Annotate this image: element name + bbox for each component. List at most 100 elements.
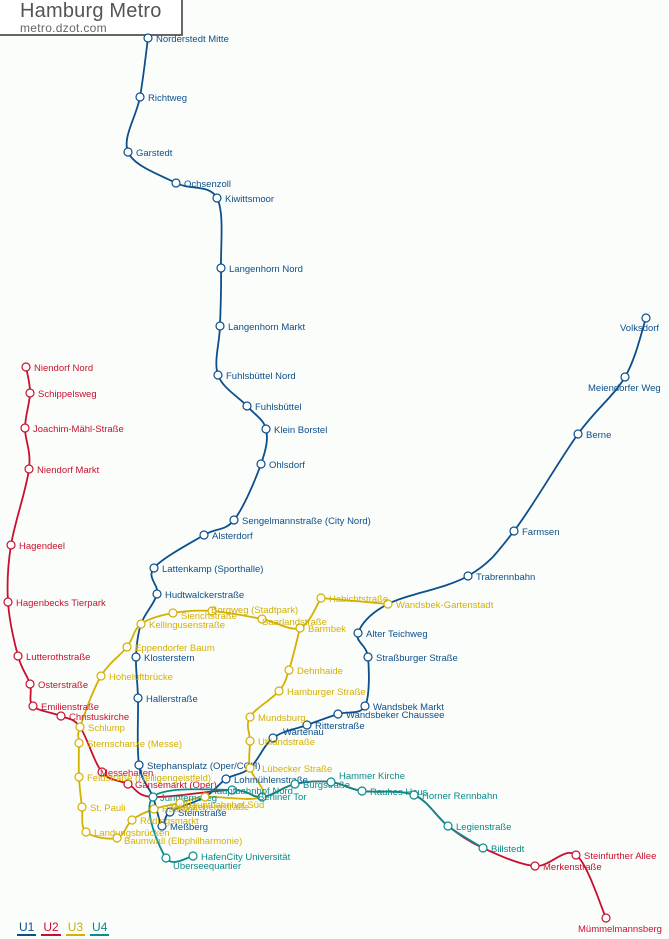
station-label[interactable]: Hallerstraße (146, 694, 198, 705)
station-label[interactable]: Hauptbahnhof Süd (185, 800, 264, 811)
station-label[interactable]: Hauptbahnhof Nord (210, 786, 293, 797)
station-marker[interactable] (136, 619, 146, 629)
station-marker[interactable] (245, 712, 255, 722)
station-marker[interactable] (383, 599, 393, 609)
station-marker[interactable] (6, 540, 16, 550)
station-marker[interactable] (229, 515, 239, 525)
station-label[interactable]: Hammer Kirche (339, 771, 405, 782)
station-marker[interactable] (261, 424, 271, 434)
station-marker[interactable] (74, 738, 84, 748)
station-label[interactable]: Horner Rennbahn (422, 791, 498, 802)
station-label[interactable]: HafenCity Universität (201, 852, 291, 863)
station-label[interactable]: Lohmühlenstraße (234, 775, 308, 786)
station-label[interactable]: Straßburger Straße (376, 653, 458, 664)
station-marker[interactable] (326, 777, 336, 787)
station-marker[interactable] (175, 798, 185, 808)
station-marker[interactable] (56, 711, 66, 721)
station-label[interactable]: Sternschanze (Messe) (87, 739, 182, 750)
station-label[interactable]: Fuhlsbüttel Nord (226, 371, 296, 382)
station-marker[interactable] (123, 147, 133, 157)
station-label[interactable]: Volksdorf (620, 323, 659, 334)
station-marker[interactable] (509, 526, 519, 536)
station-marker[interactable] (268, 733, 278, 743)
station-marker[interactable] (188, 851, 198, 861)
station-label[interactable]: Wartenau (283, 727, 324, 738)
station-marker[interactable] (75, 722, 85, 732)
station-label[interactable]: Alter Teichweg (366, 629, 428, 640)
station-label[interactable]: Überseequartier (173, 861, 241, 872)
legend-u1[interactable]: U1 (17, 920, 37, 936)
station-marker[interactable] (333, 709, 343, 719)
station-label[interactable]: Hoheluftbrücke (109, 672, 173, 683)
station-marker[interactable] (295, 623, 305, 633)
station-marker[interactable] (21, 362, 31, 372)
station-marker[interactable] (290, 779, 300, 789)
station-label[interactable]: Legienstraße (456, 822, 511, 833)
station-marker[interactable] (168, 608, 178, 618)
station-label[interactable]: Feldstraße (Heiligengeistfeld) (87, 773, 211, 784)
station-label[interactable]: Alsterdorf (212, 531, 253, 542)
station-marker[interactable] (28, 701, 38, 711)
legend-u2[interactable]: U2 (41, 920, 61, 936)
legend-u3[interactable]: U3 (65, 920, 86, 936)
station-marker[interactable] (620, 372, 630, 382)
station-label[interactable]: Landungsbrücken (94, 828, 170, 839)
station-label[interactable]: Rathaus (162, 804, 198, 815)
station-label[interactable]: Billstedt (491, 844, 525, 855)
station-marker[interactable] (25, 388, 35, 398)
station-marker[interactable] (257, 614, 267, 624)
station-label[interactable]: Schlump (88, 723, 125, 734)
station-marker[interactable] (353, 628, 363, 638)
station-label[interactable]: Langenhorn Markt (228, 322, 305, 333)
station-marker[interactable] (123, 779, 133, 789)
station-marker[interactable] (357, 786, 367, 796)
station-label[interactable]: Garstedt (136, 148, 173, 159)
station-label[interactable]: Christuskirche (69, 712, 129, 723)
station-marker[interactable] (530, 861, 540, 871)
station-label[interactable]: Hagendeel (19, 541, 65, 552)
station-label[interactable]: Stephansplatz (Oper/CCH) (147, 761, 261, 772)
station-marker[interactable] (74, 772, 84, 782)
station-marker[interactable] (443, 821, 453, 831)
station-marker[interactable] (207, 606, 217, 616)
station-marker[interactable] (302, 720, 312, 730)
station-marker[interactable] (409, 790, 419, 800)
station-label[interactable]: Mümmelmannsberg (578, 924, 662, 935)
station-marker[interactable] (463, 571, 473, 581)
station-label[interactable]: Joachim-Mähl-Straße (33, 424, 124, 435)
map-subtitle[interactable]: metro.dzot.com (20, 21, 107, 35)
station-label[interactable]: Schippelsweg (38, 389, 97, 400)
station-label[interactable]: Klein Borstel (274, 425, 327, 436)
station-marker[interactable] (601, 913, 611, 923)
station-label[interactable]: Saarlandstraße (262, 617, 327, 628)
station-label[interactable]: Lattenkamp (Sporthalle) (162, 564, 263, 575)
station-label[interactable]: Klosterstern (144, 653, 195, 664)
station-label[interactable]: Kellingusenstraße (149, 620, 225, 631)
station-label[interactable]: Lutterothstraße (26, 652, 90, 663)
station-label[interactable]: Sengelmannstraße (City Nord) (242, 516, 371, 527)
station-label[interactable]: Jungfernstieg (160, 793, 217, 804)
station-marker[interactable] (256, 459, 266, 469)
station-label[interactable]: Messehallen (100, 768, 153, 779)
station-marker[interactable] (316, 593, 326, 603)
station-marker[interactable] (257, 792, 267, 802)
station-label[interactable]: Hudtwalckerstraße (165, 590, 244, 601)
station-label[interactable]: Burgstraße (303, 780, 350, 791)
station-marker[interactable] (24, 464, 34, 474)
station-label[interactable]: Ochsenzoll (184, 179, 231, 190)
station-marker[interactable] (96, 671, 106, 681)
station-marker[interactable] (143, 33, 153, 43)
station-marker[interactable] (284, 665, 294, 675)
station-marker[interactable] (571, 850, 581, 860)
station-label[interactable]: Merkenstraße (543, 862, 602, 873)
station-marker[interactable] (199, 530, 209, 540)
station-marker[interactable] (127, 815, 137, 825)
station-label[interactable]: Gänsemarkt (Oper) (135, 780, 217, 791)
station-label[interactable]: Osterstraße (38, 680, 88, 691)
station-marker[interactable] (641, 313, 651, 323)
station-marker[interactable] (25, 679, 35, 689)
station-marker[interactable] (149, 563, 159, 573)
station-label[interactable]: Barmbek (308, 624, 346, 635)
station-marker[interactable] (200, 792, 210, 802)
station-label[interactable]: Trabrennbahn (476, 572, 535, 583)
